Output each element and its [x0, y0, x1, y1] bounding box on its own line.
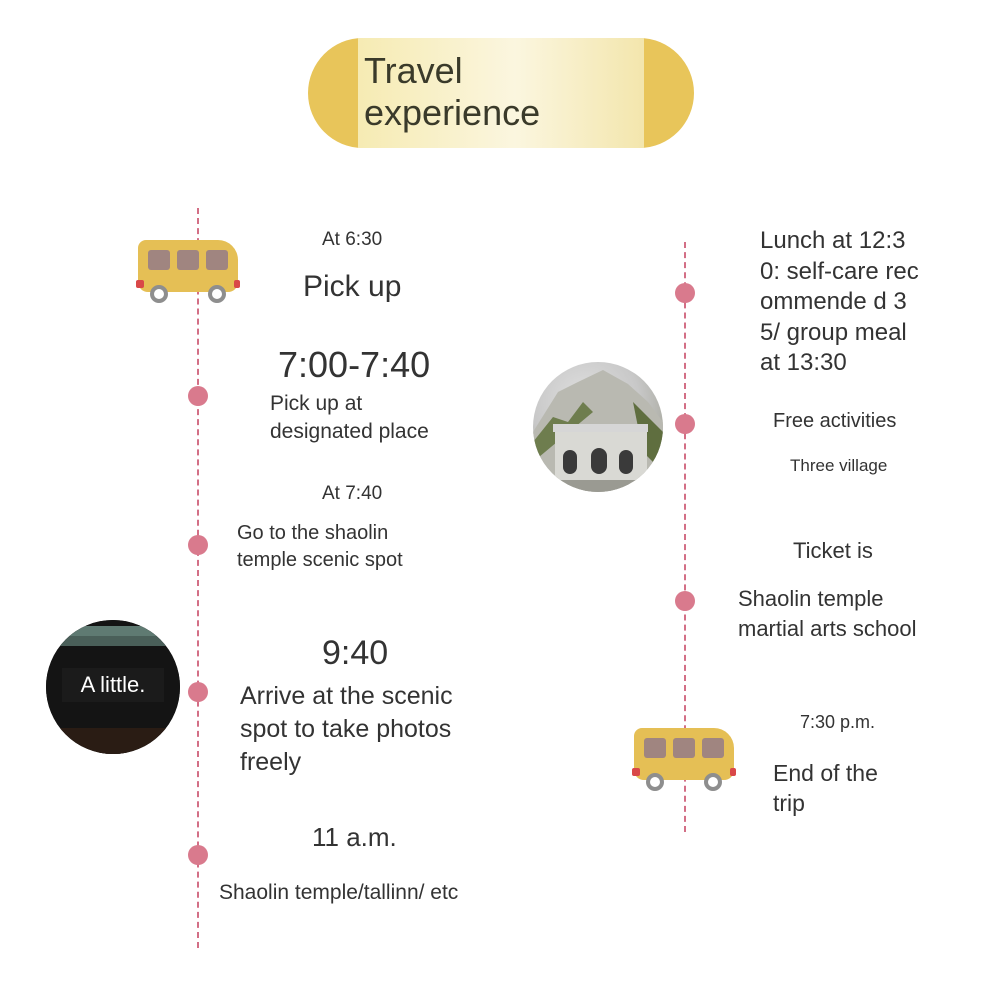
event-description: Lunch at 12:30: self-care recommende d 3… [760, 227, 919, 376]
event-title: Pick up [303, 270, 402, 303]
right-timeline-dot [675, 283, 695, 303]
time-label: Ticket is [793, 538, 873, 563]
time-label: 11 a.m. [312, 822, 397, 852]
temple-photo [533, 362, 663, 492]
right-timeline-dot [675, 591, 695, 611]
event-description: Free activities [773, 410, 897, 432]
time-label: 7:30 p.m. [800, 712, 876, 732]
time-label: 9:40 [322, 634, 389, 672]
bus-icon [632, 728, 736, 798]
roof-photo: A little. [46, 620, 180, 754]
event-description: Shaolin temple/tallinn/ etc [219, 881, 459, 904]
photo-caption: A little. [62, 668, 164, 702]
left-timeline-line [197, 208, 199, 948]
left-timeline-dot [188, 535, 208, 555]
right-timeline-line [684, 242, 686, 832]
right-timeline-dot [675, 414, 695, 434]
left-timeline-dot [188, 386, 208, 406]
event-description: Arrive at the scenic spot to take photos… [240, 682, 453, 776]
bus-icon [136, 240, 240, 310]
temple-photo-drawing [533, 370, 663, 492]
event-description: Go to the shaolin temple scenic spot [237, 522, 403, 571]
event-description: Three village [790, 456, 888, 475]
title-banner: Travel experience [308, 38, 694, 148]
time-label: At 7:40 [322, 483, 383, 504]
banner-center [358, 38, 644, 148]
event-description: End of the trip [773, 760, 878, 816]
time-label: 7:00-7:40 [278, 344, 431, 385]
left-timeline-dot [188, 682, 208, 702]
event-description: Shaolin temple martial arts school [738, 586, 917, 641]
event-description: Pick up at designated place [270, 392, 429, 443]
time-label: At 6:30 [322, 229, 383, 250]
left-timeline-dot [188, 845, 208, 865]
page-title: Travel experience [364, 50, 541, 133]
